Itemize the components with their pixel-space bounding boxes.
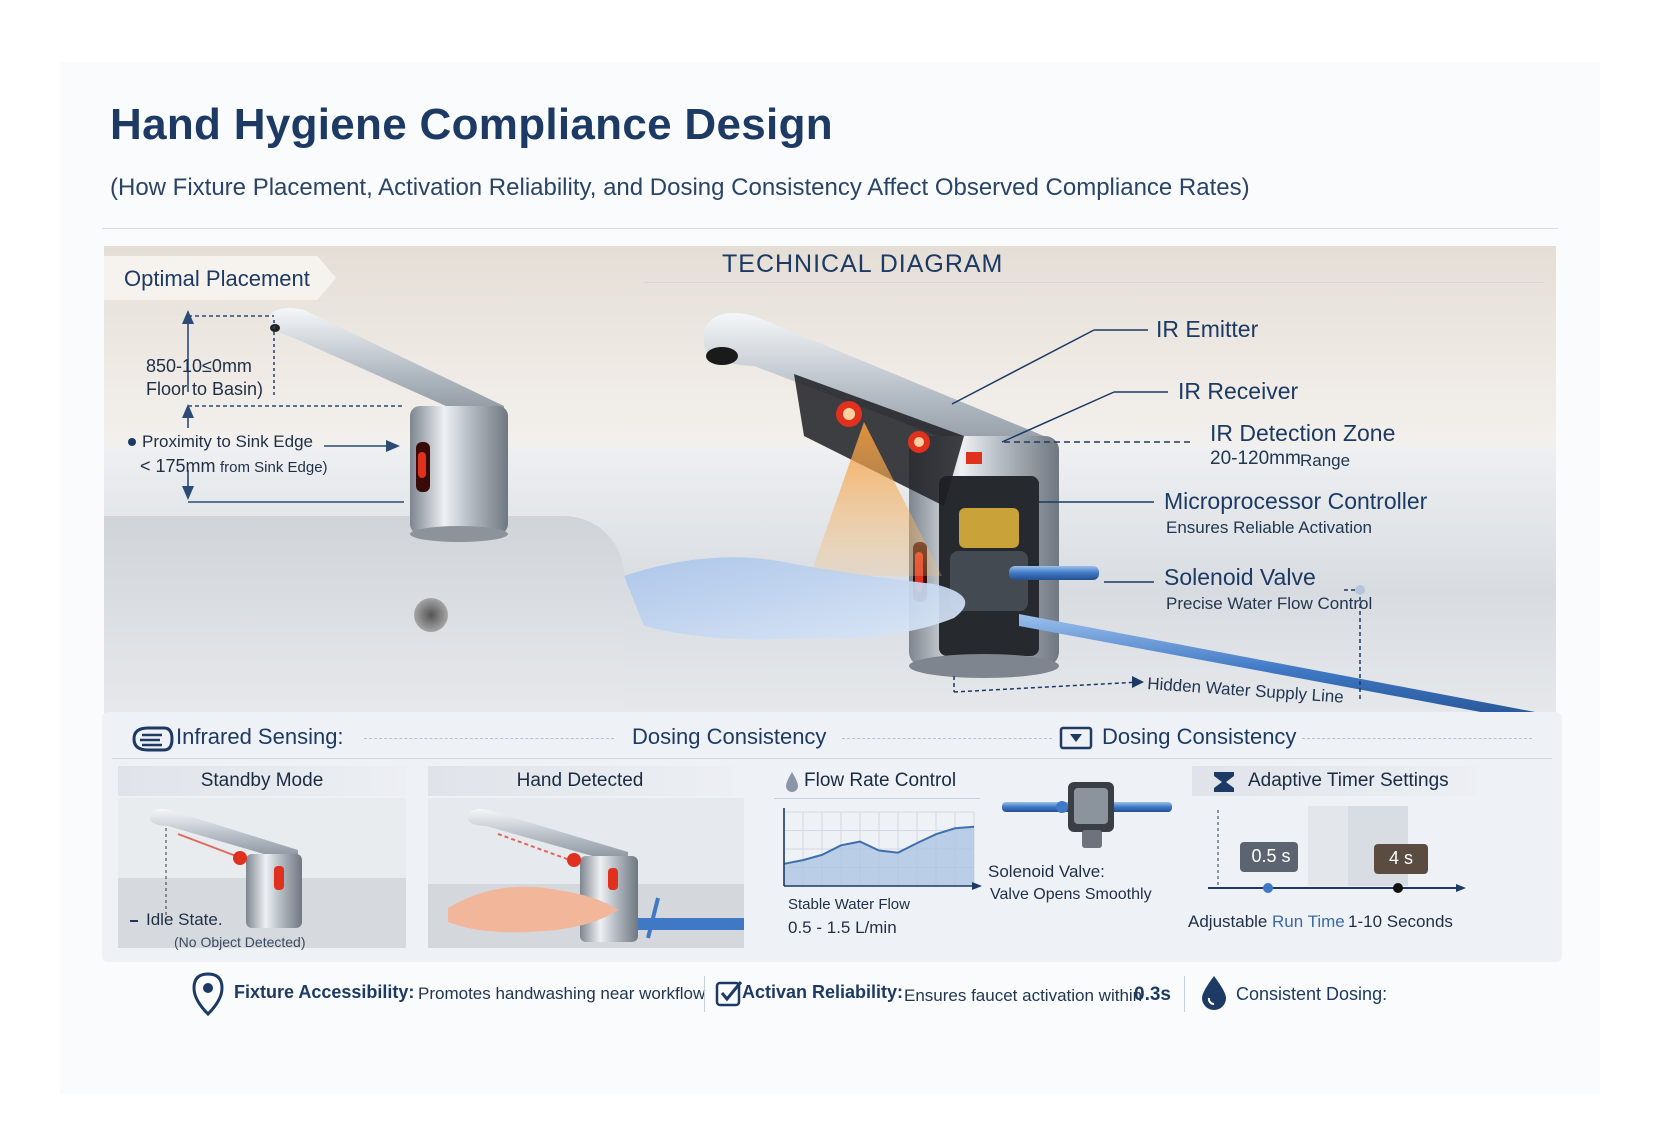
standby-illustration — [118, 798, 406, 948]
footer-divider-2 — [1184, 976, 1185, 1012]
height-value: 850-10≤0mm — [146, 356, 252, 376]
supply-pipe — [1019, 614, 1556, 726]
page-subtitle: (How Fixture Placement, Activation Relia… — [110, 174, 1250, 201]
optimal-placement-label: Optimal Placement — [124, 266, 310, 291]
hand-detected-illustration — [428, 798, 744, 948]
section-divider-3 — [1302, 738, 1532, 739]
reliability-desc: Ensures faucet activation within — [904, 986, 1143, 1005]
infographic-page: Hand Hygiene Compliance Design (How Fixt… — [60, 62, 1600, 1094]
footer-divider-1 — [704, 976, 705, 1012]
valve-label: Solenoid Valve: — [988, 862, 1105, 881]
detection-zone-label: IR Detection Zone — [1210, 420, 1396, 446]
solenoid-desc: Precise Water Flow Control — [1166, 594, 1373, 613]
optimal-placement-tag — [104, 256, 336, 300]
dimension-lines — [182, 310, 404, 503]
max-badge-box — [1374, 844, 1428, 874]
solenoid-valve-illustration — [1002, 782, 1172, 848]
section-divider-1 — [364, 738, 614, 739]
max-marker — [1393, 883, 1403, 893]
section-divider-2 — [842, 738, 1052, 739]
timer-caption-a: Adjustable — [1188, 912, 1268, 931]
valve-desc: Valve Opens Smoothly — [990, 886, 1152, 903]
standby-card-header: Standby Mode — [118, 766, 406, 796]
accessibility-desc: Promotes handwashing near workflow — [418, 984, 706, 1003]
reliability-title: Activan Reliability: — [742, 982, 904, 1002]
ir-emitter-label: IR Emitter — [1156, 316, 1259, 342]
timer-caption-c: 1-10 Seconds — [1348, 912, 1453, 931]
detected-title: Hand Detected — [516, 770, 644, 791]
timer-title: Adaptive Timer Settings — [1248, 770, 1449, 791]
technical-diagram-label: TECHNICAL DIAGRAM — [722, 250, 1004, 278]
flow-line — [783, 825, 975, 865]
flow-rule — [774, 798, 980, 799]
timer-scale — [1208, 806, 1466, 893]
panel-rule — [112, 758, 1552, 759]
reliability-value: 0.3s — [1134, 984, 1171, 1005]
idle-state-label: Idle State. — [146, 910, 223, 929]
dosing-consistency-heading-a: Dosing Consistency — [632, 724, 827, 749]
technical-divider — [644, 282, 1544, 283]
height-desc: Floor to Basin) — [146, 379, 264, 399]
feature-panel: Infrared Sensing: Dosing Consistency Dos… — [102, 712, 1562, 962]
checkbox-icon — [715, 981, 743, 1007]
idle-bullet — [130, 920, 138, 922]
min-marker — [1263, 883, 1273, 893]
proximity-label: Proximity to Sink Edge — [142, 432, 314, 451]
idle-state-note: (No Object Detected) — [174, 934, 306, 950]
location-pin-icon — [192, 972, 224, 1016]
drain-plug — [414, 598, 448, 632]
hourglass-icon — [1214, 772, 1234, 792]
timer-card-header — [1192, 766, 1476, 796]
infrared-sensing-heading: Infrared Sensing: — [176, 724, 344, 749]
stable-flow-label: Stable Water Flow — [788, 896, 910, 913]
callout-leaders — [951, 329, 1361, 700]
microprocessor-label: Microprocessor Controller — [1164, 488, 1428, 514]
detection-range-unit: Range — [1300, 451, 1351, 470]
solenoid-label: Solenoid Valve — [1164, 564, 1316, 590]
timer-caption-b: Run Time — [1272, 912, 1345, 931]
water-drop-icon — [1202, 976, 1226, 1010]
proximity-bullet — [128, 438, 136, 446]
hero-scene: Optimal Placement TECHNICAL DIAGRAM — [104, 246, 1556, 734]
title-divider — [102, 228, 1558, 229]
flow-rate-title: Flow Rate Control — [804, 770, 957, 791]
flow-drop-icon — [786, 772, 798, 792]
max-badge: 4 s — [1388, 848, 1413, 868]
flow-area — [784, 826, 974, 886]
dispenser-icon — [1059, 726, 1093, 750]
infrared-wave-icon — [132, 726, 174, 752]
consistent-dosing-title: Consistent Dosing: — [1236, 984, 1388, 1004]
gloved-hand — [624, 557, 966, 640]
inlet-pipe — [1009, 566, 1099, 580]
ir-receiver-label: IR Receiver — [1178, 378, 1299, 404]
dosing-consistency-heading-b: Dosing Consistency — [1102, 724, 1297, 749]
accessibility-title: Fixture Accessibility: — [234, 982, 415, 1002]
ir-detection-beam — [810, 422, 942, 576]
sink-basin — [104, 516, 624, 734]
hero-illustration — [182, 308, 1556, 726]
placement-faucet — [269, 308, 508, 542]
microprocessor-desc: Ensures Reliable Activation — [1166, 518, 1373, 537]
standby-title: Standby Mode — [200, 770, 324, 791]
proximity-value: < 175mm — [140, 456, 216, 476]
detection-range-value: 20-120mm — [1210, 448, 1301, 469]
flow-rate-value: 0.5 - 1.5 L/min — [788, 918, 897, 937]
page-title: Hand Hygiene Compliance Design — [110, 100, 833, 149]
min-badge: 0.5 s — [1251, 846, 1291, 866]
flow-rate-chart — [783, 808, 982, 890]
min-badge-box — [1240, 842, 1298, 872]
detected-card-header: Hand Detected — [428, 766, 732, 796]
proximity-desc: from Sink Edge) — [220, 459, 328, 476]
